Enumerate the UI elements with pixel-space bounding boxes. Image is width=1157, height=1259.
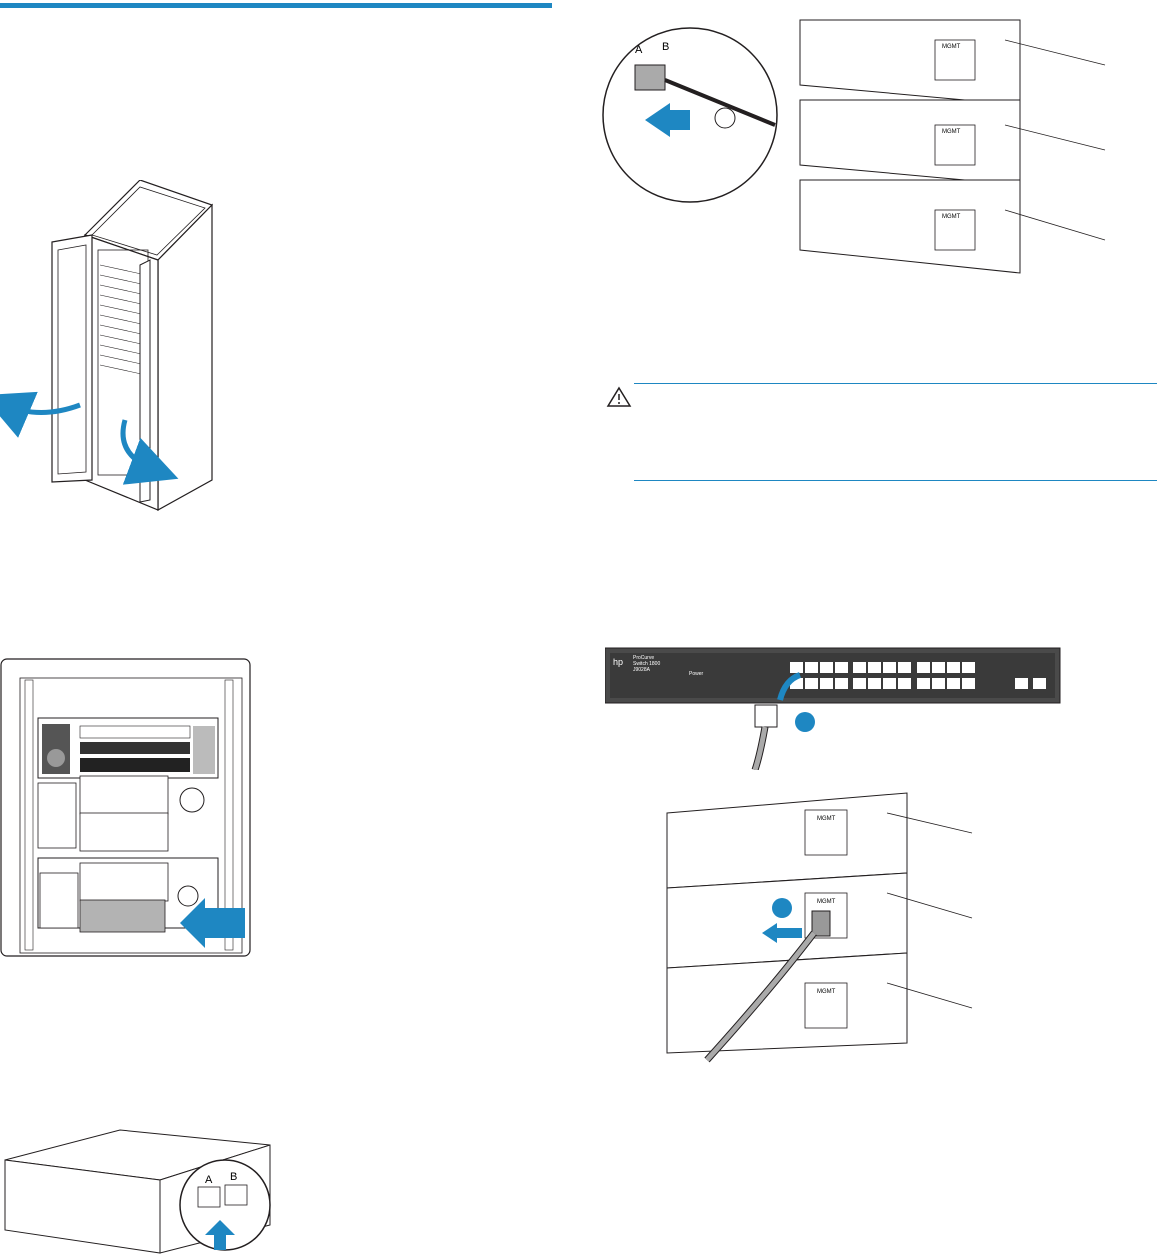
step-marker-1 — [795, 712, 815, 732]
mgmt-label: MGMT — [817, 899, 836, 905]
step-marker-2 — [772, 898, 792, 918]
stacked-mgmt-figure: MGMT MGMT MGMT — [666, 792, 973, 1063]
hp-logo: hp — [613, 657, 623, 667]
mgmt-label: MGMT — [942, 214, 961, 220]
power-label: Power — [689, 671, 704, 677]
port-a-label: A — [635, 44, 643, 56]
rack-doors-figure — [0, 180, 214, 512]
mgmt-label: MGMT — [817, 989, 836, 995]
port-b-label: B — [230, 1171, 237, 1183]
stacked-fc-figure: MGMT MGMT MGMT A B — [602, 19, 1106, 274]
mgmt-label: MGMT — [817, 816, 836, 822]
caution-bottom-rule — [634, 480, 1157, 481]
switch-model-line: Switch 1800 — [633, 661, 660, 667]
mgmt-label: MGMT — [942, 129, 961, 135]
port-b-label: B — [662, 41, 669, 53]
header-accent-bar — [0, 3, 552, 8]
caution-top-rule — [634, 383, 1157, 384]
switch-model-line: J9028A — [633, 667, 651, 673]
caution-triangle-icon — [606, 386, 632, 407]
switch-figure: hp ProCurve Switch 1800 J9028A Power — [605, 647, 1061, 770]
rack-front-figure — [0, 658, 251, 957]
mgmt-label: MGMT — [942, 44, 961, 50]
port-a-label: A — [205, 1174, 213, 1186]
module-ports-figure: A B — [4, 1129, 271, 1254]
switch-model-line: ProCurve — [633, 655, 654, 661]
